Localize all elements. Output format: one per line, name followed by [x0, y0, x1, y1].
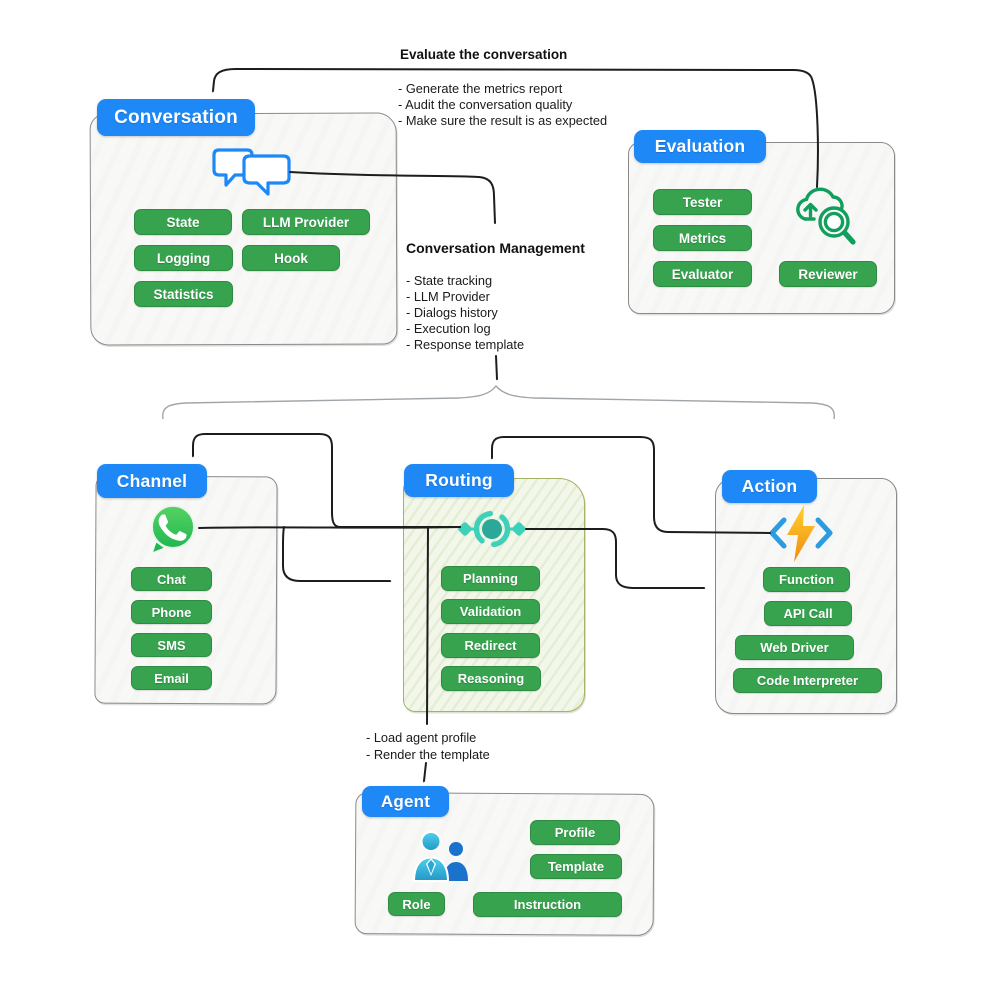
load-balancer-icon [458, 510, 526, 548]
bullet-line: - Dialogs history [406, 305, 498, 320]
connector-routing-to-agent-lower [424, 762, 427, 781]
bullet-line: - Load agent profile [366, 730, 477, 745]
bullet-line: - Generate the metrics report [398, 81, 563, 96]
pill-redirect: Redirect [441, 633, 540, 658]
bullet-line: - Execution log [406, 321, 491, 336]
pill-logging: Logging [134, 245, 233, 271]
routing-title-badge: Routing [404, 464, 514, 497]
pill-tester: Tester [653, 189, 752, 215]
pill-role: Role [388, 892, 445, 916]
pill-statistics: Statistics [134, 281, 233, 307]
pill-template: Template [530, 854, 622, 879]
whatsapp-icon [151, 505, 195, 552]
agent-bullets: - Load agent profile - Render the templa… [366, 730, 490, 763]
pill-web-driver: Web Driver [735, 635, 854, 660]
agent-title-badge: Agent [362, 786, 449, 817]
evaluate-conversation-heading: Evaluate the conversation [400, 47, 568, 62]
pill-reviewer: Reviewer [779, 261, 877, 287]
function-bolt-icon [769, 505, 833, 562]
connector-management-to-brace [496, 355, 498, 379]
bullet-line: - State tracking [406, 273, 493, 288]
cloud-search-icon [796, 187, 856, 245]
bullet-line: - Response template [406, 337, 525, 352]
connector-channel-to-routing [282, 526, 390, 581]
bullet-line: - LLM Provider [406, 289, 490, 304]
bullet-line: - Make sure the result is as expected [398, 113, 608, 128]
pill-planning: Planning [441, 566, 540, 591]
pill-api-call: API Call [764, 601, 852, 626]
pill-validation: Validation [441, 599, 540, 624]
pill-hook: Hook [242, 245, 340, 271]
pill-phone: Phone [131, 600, 212, 624]
pill-metrics: Metrics [653, 225, 752, 251]
action-title-badge: Action [722, 470, 817, 503]
pill-email: Email [131, 666, 212, 690]
bullet-line: - Render the template [366, 746, 490, 762]
conversation-management-heading: Conversation Management [406, 240, 585, 256]
pill-state: State [134, 209, 232, 235]
pill-llm-provider: LLM Provider [242, 209, 370, 235]
pill-instruction: Instruction [473, 892, 622, 917]
pill-chat: Chat [131, 567, 212, 591]
people-icon [412, 831, 468, 882]
conversation-title-badge: Conversation [97, 99, 255, 136]
conversation-management-bullets: - State tracking - LLM Provider - Dialog… [406, 273, 524, 353]
pill-profile: Profile [530, 820, 620, 845]
evaluate-conversation-bullets: - Generate the metrics report - Audit th… [398, 81, 607, 129]
channel-title-badge: Channel [97, 464, 207, 498]
chat-bubbles-icon [212, 148, 291, 196]
pill-reasoning: Reasoning [441, 666, 541, 691]
pill-sms: SMS [131, 633, 212, 657]
bullet-line: - Audit the conversation quality [398, 97, 573, 112]
evaluation-title-badge: Evaluation [634, 130, 766, 163]
pill-function: Function [763, 567, 850, 592]
pill-code-interpreter: Code Interpreter [733, 668, 882, 693]
brace-connector [162, 384, 835, 420]
pill-evaluator: Evaluator [653, 261, 752, 287]
